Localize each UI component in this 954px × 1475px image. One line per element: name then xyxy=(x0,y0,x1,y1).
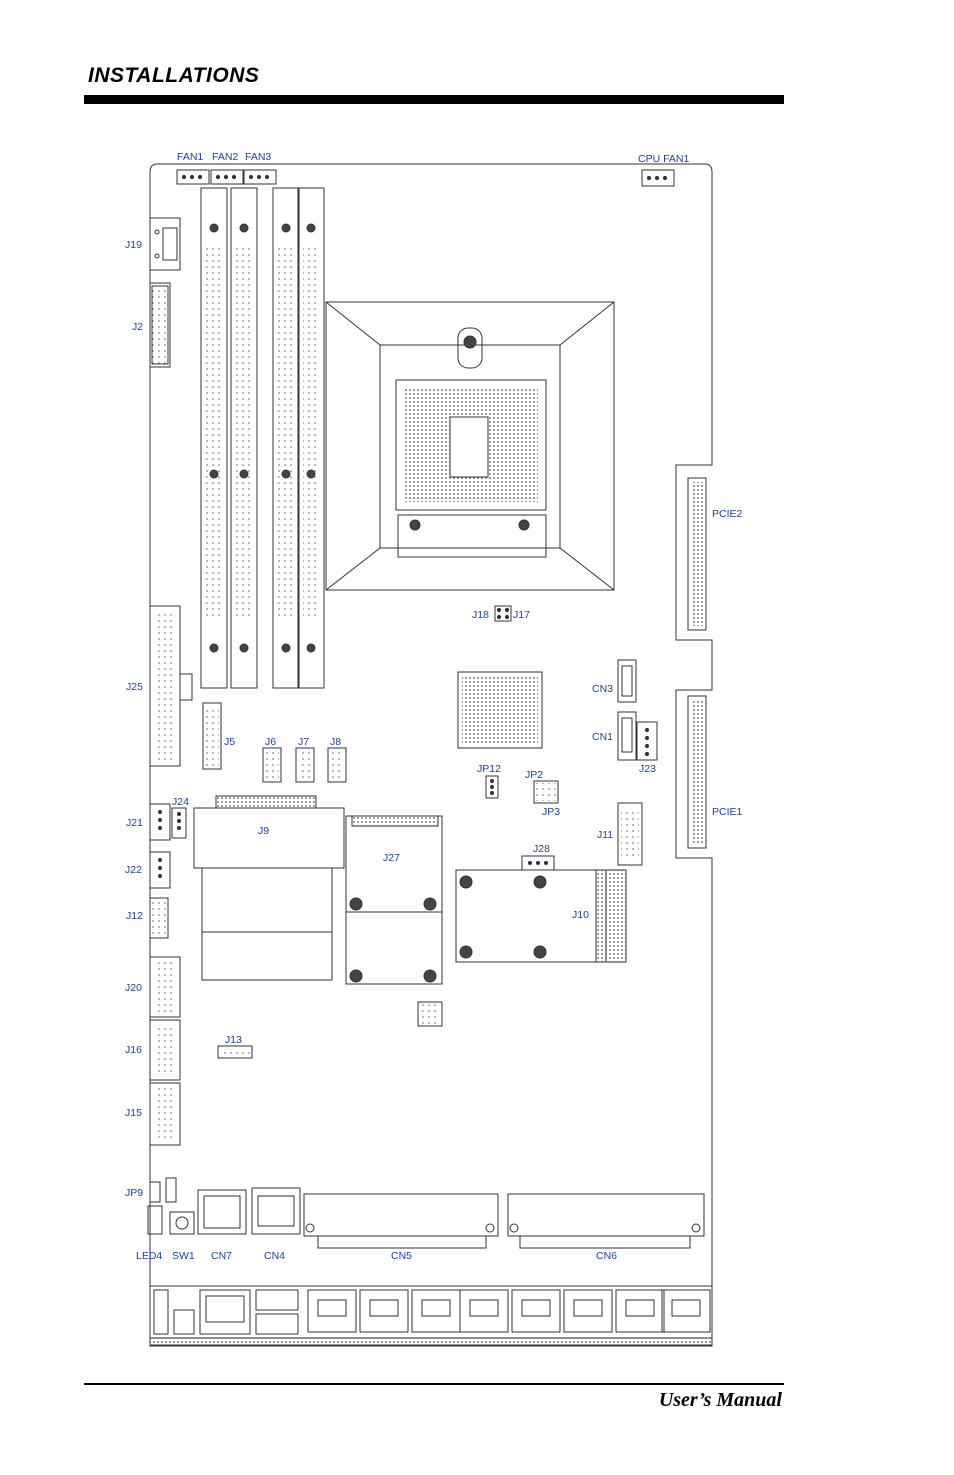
jp3-label: JP3 xyxy=(542,806,560,818)
fan1-label: FAN1 xyxy=(177,151,203,163)
j9-label: J9 xyxy=(258,825,269,837)
j23-header xyxy=(636,721,658,761)
fan3-header xyxy=(243,169,277,185)
j21-header xyxy=(149,803,171,841)
pcie2-slot xyxy=(687,477,707,631)
j15-label: J15 xyxy=(125,1107,142,1119)
j16-header xyxy=(149,1019,181,1081)
jp12-jumper xyxy=(485,775,499,799)
j22-label: J22 xyxy=(125,864,142,876)
j7-label: J7 xyxy=(298,736,309,748)
misc-jumper-block xyxy=(417,1001,443,1027)
cn1-sata xyxy=(617,711,637,761)
j2-label: J2 xyxy=(132,321,143,333)
pcie2-label: PCIE2 xyxy=(712,508,743,520)
j18-label: J18 xyxy=(472,609,489,621)
dimm-slot-3 xyxy=(272,187,300,689)
jp9-jumper xyxy=(149,1177,177,1203)
board-outline xyxy=(149,163,713,1346)
jp12-label: JP12 xyxy=(477,763,501,775)
cn4-label: CN4 xyxy=(264,1250,285,1262)
j13-header xyxy=(217,1045,253,1059)
jp2-label: JP2 xyxy=(525,769,543,781)
jp9-label: JP9 xyxy=(125,1187,143,1199)
j10-label: J10 xyxy=(572,909,589,921)
j2-header xyxy=(149,282,171,368)
j28-header xyxy=(521,855,555,871)
cpu-fan1-header xyxy=(641,169,675,187)
sw1-label: SW1 xyxy=(172,1250,195,1262)
led4-label: LED4 xyxy=(136,1250,162,1262)
cn7-label: CN7 xyxy=(211,1250,232,1262)
cn1-label: CN1 xyxy=(592,731,613,743)
led4-sw1 xyxy=(147,1205,195,1235)
j10-minipcie xyxy=(455,869,627,963)
cn5-label: CN5 xyxy=(391,1250,412,1262)
j24-label: J24 xyxy=(172,796,189,808)
j23-label: J23 xyxy=(639,763,656,775)
j25-header xyxy=(149,605,193,767)
j5-header xyxy=(202,702,222,770)
jp2-jp3-jumpers xyxy=(533,780,559,804)
j16-label: J16 xyxy=(125,1044,142,1056)
footer-rule xyxy=(84,1383,784,1385)
j12-label: J12 xyxy=(126,910,143,922)
cn3-label: CN3 xyxy=(592,683,613,695)
j8-header xyxy=(327,747,347,783)
fan2-label: FAN2 xyxy=(212,151,238,163)
j17-label: J17 xyxy=(513,609,530,621)
j18-j17-jumpers xyxy=(494,605,512,622)
cpu-socket xyxy=(325,301,615,591)
j13-label: J13 xyxy=(225,1034,242,1046)
j19-label: J19 xyxy=(125,239,142,251)
header-rule xyxy=(84,95,784,104)
dimm-slot-1 xyxy=(200,187,228,689)
manual-footer-label: User’s Manual xyxy=(658,1389,782,1411)
pcie1-slot xyxy=(687,695,707,849)
j28-label: J28 xyxy=(533,843,550,855)
fan3-label: FAN3 xyxy=(245,151,271,163)
j6-label: J6 xyxy=(265,736,276,748)
j24-header xyxy=(171,807,187,839)
cpu-fan1-label: CPU FAN1 xyxy=(638,153,690,165)
cn3-sata xyxy=(617,659,637,703)
section-title: INSTALLATIONS xyxy=(88,64,260,87)
j20-header xyxy=(149,956,181,1018)
j11-label: J11 xyxy=(597,829,613,841)
j21-label: J21 xyxy=(126,817,143,829)
dimm-slot-4 xyxy=(297,187,325,689)
j20-label: J20 xyxy=(125,982,142,994)
cn6-label: CN6 xyxy=(596,1250,617,1262)
j27-label: J27 xyxy=(383,852,400,864)
rear-io-panel xyxy=(149,1285,713,1347)
j15-header xyxy=(149,1082,181,1146)
j8-label: J8 xyxy=(330,736,341,748)
j25-label: J25 xyxy=(126,681,143,693)
cn4-usb xyxy=(251,1187,301,1235)
fan2-header xyxy=(210,169,244,185)
j9-cf-slot xyxy=(193,795,345,981)
fan1-header xyxy=(176,169,210,185)
chipset xyxy=(457,671,543,749)
j7-header xyxy=(295,747,315,783)
j22-header xyxy=(149,851,171,889)
cn6-lan-block xyxy=(507,1193,705,1249)
j12-header xyxy=(149,897,169,939)
cn7-rj45 xyxy=(197,1189,247,1235)
cn5-lan-block xyxy=(303,1193,499,1249)
j27-minipcie xyxy=(345,815,443,985)
j6-header xyxy=(262,747,282,783)
j19-connector xyxy=(149,217,181,271)
j5-label: J5 xyxy=(224,736,235,748)
dimm-slot-2 xyxy=(230,187,258,689)
j11-header xyxy=(617,802,643,866)
pcie1-label: PCIE1 xyxy=(712,806,743,818)
